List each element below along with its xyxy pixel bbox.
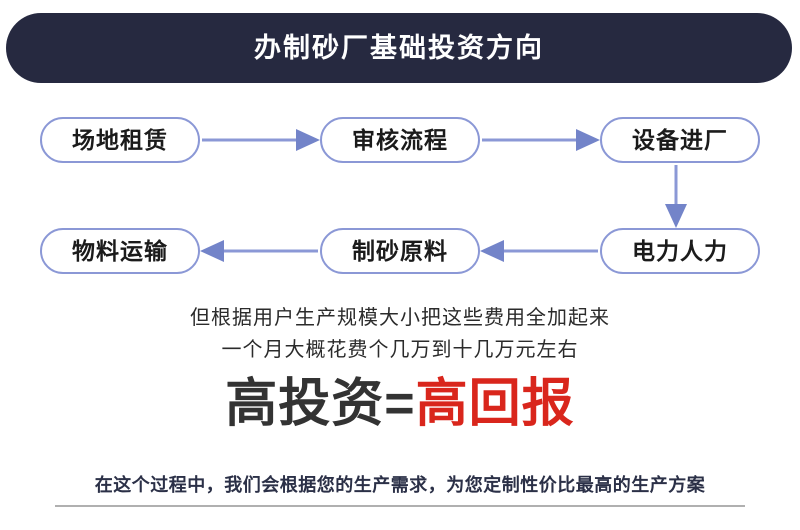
description-line-2: 一个月大概花费个几万到十几万元左右 (221, 339, 579, 361)
page-title: 办制砂厂基础投资方向 (254, 32, 544, 63)
flow-node-label: 电力人力 (632, 237, 728, 264)
flow-node-material-transport[interactable]: 物料运输 (40, 228, 200, 274)
flow-node-label: 物料运输 (72, 237, 168, 264)
footer-divider (55, 505, 745, 507)
flow-node-equipment-entry[interactable]: 设备进厂 (600, 117, 760, 163)
footer-text: 在这个过程中，我们会根据您的生产需求，为您定制性价比最高的生产方案 (94, 475, 706, 495)
arrow-review-to-equipment (482, 129, 600, 151)
slogan: 高投资=高回报 (0, 377, 800, 432)
flow-node-label: 制砂原料 (352, 237, 448, 264)
header-banner: 办制砂厂基础投资方向 (6, 13, 792, 83)
arrow-equipment-to-power (665, 165, 687, 228)
flow-node-label: 审核流程 (352, 126, 448, 153)
arrow-power-to-material (480, 240, 598, 262)
slogan-red-part: 高回报 (415, 375, 575, 433)
flow-node-review-process[interactable]: 审核流程 (320, 117, 480, 163)
slogan-dark-part: 高投资= (225, 375, 416, 433)
description-line-1: 但根据用户生产规模大小把这些费用全加起来 (190, 307, 610, 329)
flow-node-sand-raw-material[interactable]: 制砂原料 (320, 228, 480, 274)
flow-node-label: 场地租赁 (72, 126, 168, 153)
flow-node-power-manpower[interactable]: 电力人力 (600, 228, 760, 274)
flow-node-label: 设备进厂 (632, 126, 728, 153)
flow-node-site-rental[interactable]: 场地租赁 (40, 117, 200, 163)
arrow-material-to-transport (200, 240, 318, 262)
arrow-site-to-review (202, 129, 320, 151)
